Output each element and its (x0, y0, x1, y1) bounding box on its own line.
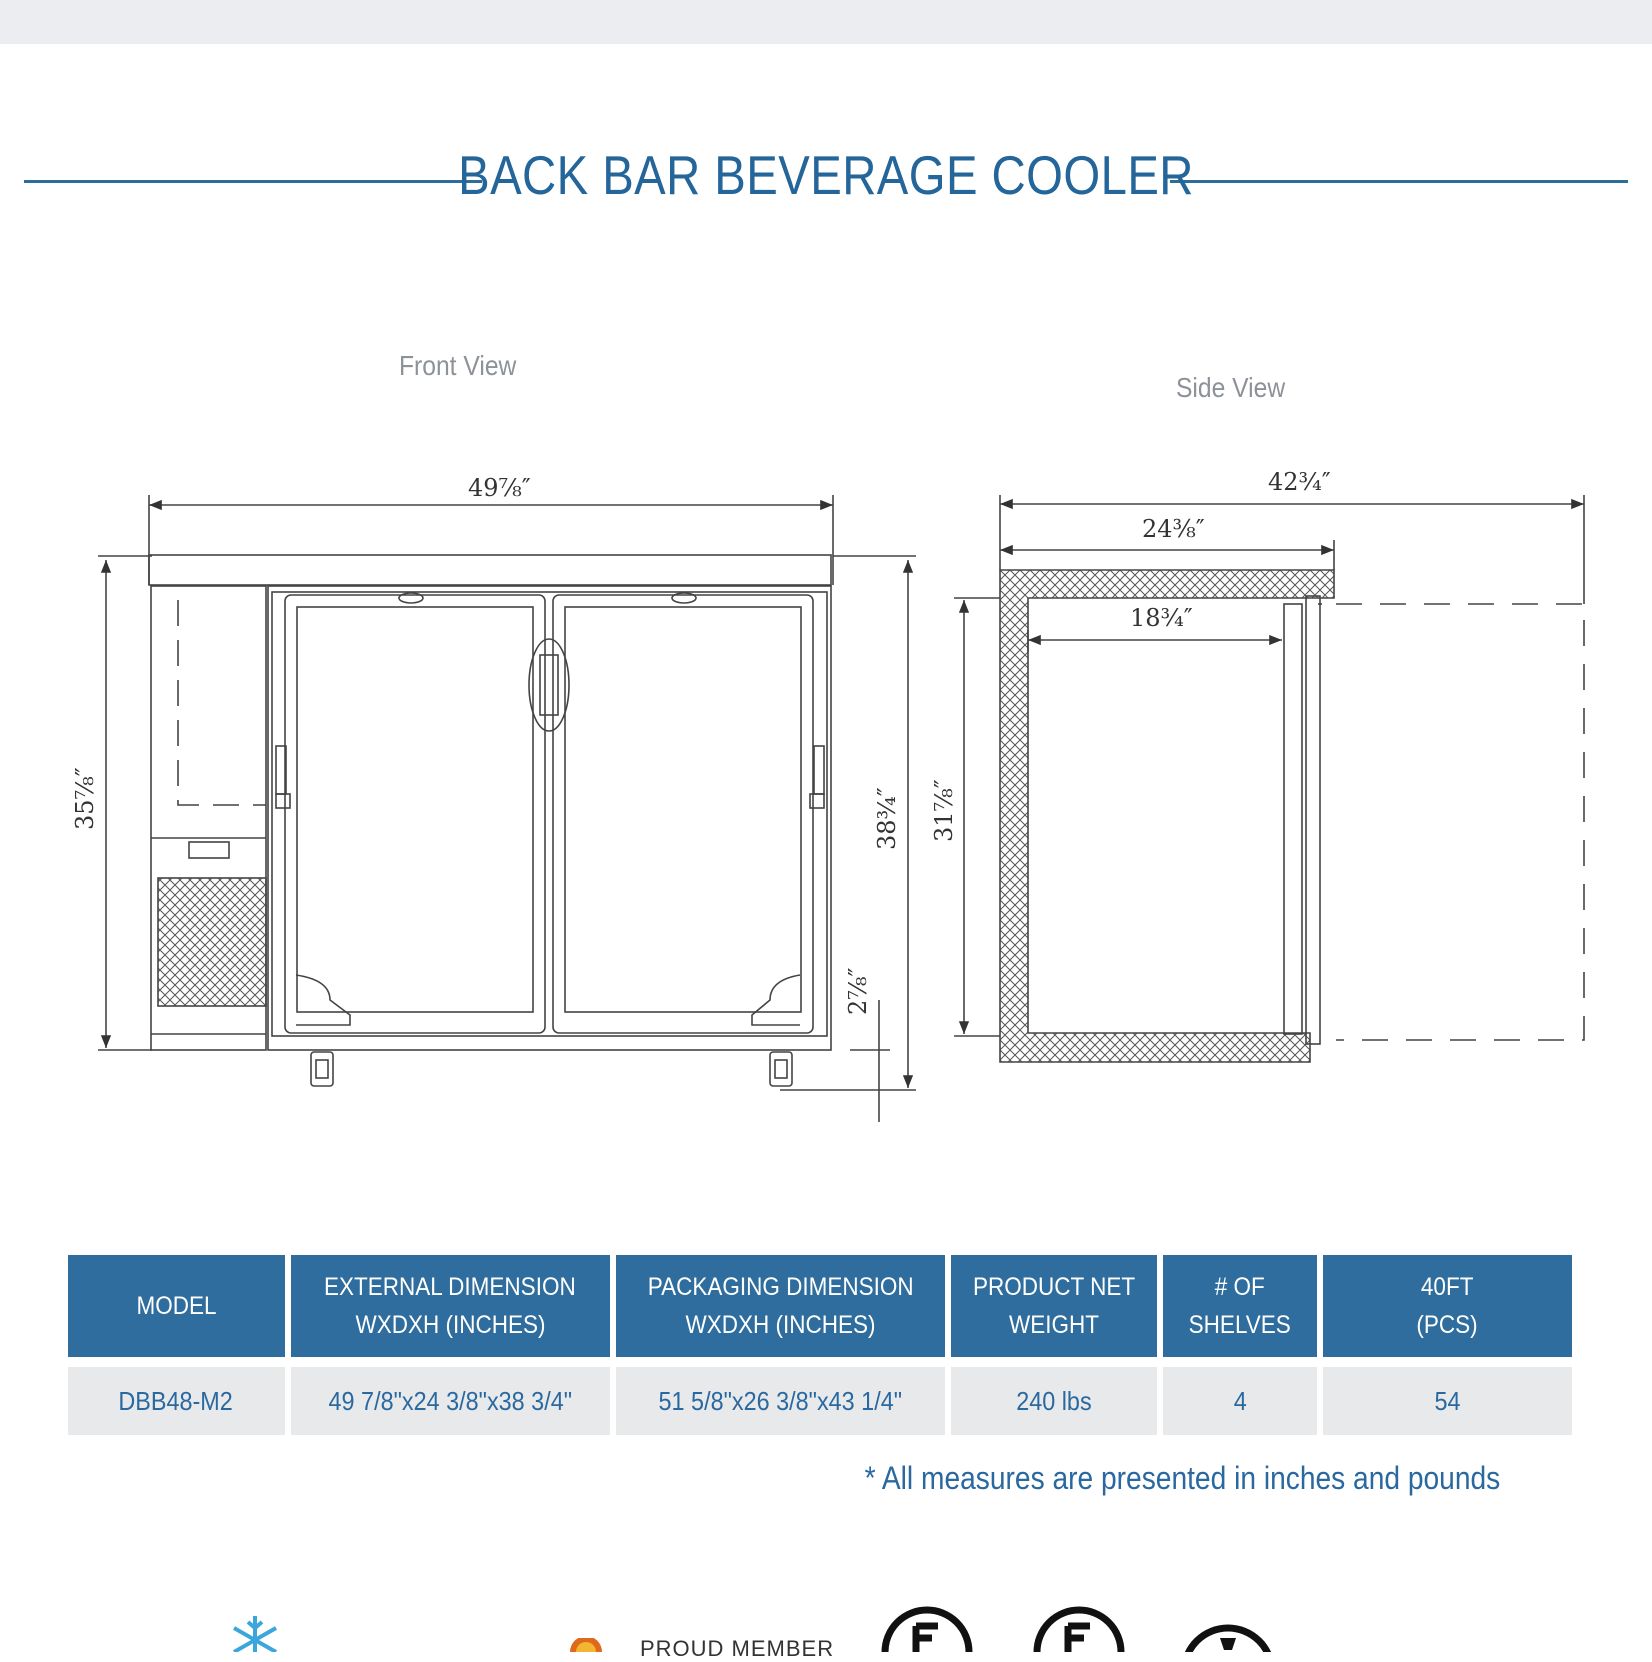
proud-member-logo (570, 1638, 602, 1652)
header-external-line2: WXDXH (INCHES) (355, 1311, 546, 1339)
dimension-labels: 49⅞″ 35⅞″ 38¾″ 2⅞″ 42¾″ 24⅜″ 18¾″ 31⅞″ (71, 468, 1331, 1015)
front-height-right-label: 38¾″ (873, 787, 901, 850)
header-shelves-line1: # OF (1215, 1273, 1266, 1301)
front-height-left-label: 35⅞″ (71, 767, 99, 830)
side-depth-total-label: 42¾″ (1268, 468, 1331, 496)
side-depth-cabinet-label: 24⅜″ (1142, 515, 1205, 543)
header-weight-line1: PRODUCT NET (973, 1273, 1136, 1301)
header-external: EXTERNAL DIMENSION WXDXH (INCHES) (290, 1255, 610, 1367)
snowflake-logo (233, 1616, 277, 1652)
header-container-line1: 40FT (1421, 1273, 1474, 1301)
table-row: DBB48-M2 49 7/8"x24 3/8"x38 3/4" 51 5/8"… (68, 1367, 1572, 1435)
side-view-label: Side View (1176, 372, 1286, 403)
front-view-label: Front View (399, 350, 517, 381)
header-container: 40FT (PCS) (1322, 1255, 1572, 1367)
header-weight: PRODUCT NET WEIGHT (950, 1255, 1158, 1367)
header-shelves-line2: SHELVES (1189, 1311, 1292, 1339)
etl-sanitation-logo (1033, 1606, 1125, 1652)
cell-shelves: 4 (1163, 1367, 1317, 1435)
header-packaging: PACKAGING DIMENSION WXDXH (INCHES) (615, 1255, 945, 1367)
cell-packaging-text: 51 5/8"x26 3/8"x43 1/4" (658, 1385, 902, 1416)
header-external-line1: EXTERNAL DIMENSION (324, 1273, 577, 1301)
spec-table: MODEL EXTERNAL DIMENSION WXDXH (INCHES) … (62, 1255, 1578, 1435)
cell-container-text: 54 (1434, 1385, 1461, 1416)
proud-member-text: PROUD MEMBER (640, 1636, 835, 1661)
header-packaging-line2: WXDXH (INCHES) (685, 1311, 876, 1339)
header-model: MODEL (68, 1255, 285, 1367)
title-rule-right (1170, 180, 1628, 183)
cell-external-text: 49 7/8"x24 3/8"x38 3/4" (328, 1385, 572, 1416)
front-caster-label: 2⅞″ (844, 967, 872, 1015)
footnote: * All measures are presented in inches a… (864, 1460, 1500, 1496)
title-rule-left (24, 180, 482, 183)
cell-model-text: DBB48-M2 (118, 1385, 233, 1416)
front-view-drawing (98, 495, 916, 1122)
cell-weight-text: 240 lbs (1016, 1385, 1092, 1416)
header-container-line2: (PCS) (1416, 1311, 1479, 1339)
header-packaging-line1: PACKAGING DIMENSION (647, 1273, 914, 1301)
cell-model: DBB48-M2 (68, 1367, 285, 1435)
header-weight-line2: WEIGHT (1009, 1311, 1100, 1339)
certification-logo (1184, 1624, 1272, 1652)
side-depth-interior-label: 18¾″ (1130, 604, 1193, 632)
technical-drawing: 49⅞″ 35⅞″ 38¾″ 2⅞″ 42¾″ 24⅜″ 18¾″ 31⅞″ (71, 468, 1585, 1122)
cell-shelves-text: 4 (1233, 1385, 1247, 1416)
header-shelves: # OF SHELVES (1163, 1255, 1317, 1367)
cell-container: 54 (1322, 1367, 1572, 1435)
page-title: BACK BAR BEVERAGE COOLER (458, 144, 1194, 206)
cell-external: 49 7/8"x24 3/8"x38 3/4" (290, 1367, 610, 1435)
side-view-drawing (954, 495, 1585, 1063)
header-model-line1: MODEL (136, 1292, 217, 1320)
etl-listed-logo (881, 1606, 973, 1652)
front-width-label: 49⅞″ (468, 474, 531, 502)
top-bar (0, 0, 1652, 44)
cell-packaging: 51 5/8"x26 3/8"x43 1/4" (615, 1367, 945, 1435)
side-height-label: 31⅞″ (930, 779, 958, 842)
cell-weight: 240 lbs (950, 1367, 1158, 1435)
table-header-row: MODEL EXTERNAL DIMENSION WXDXH (INCHES) … (68, 1255, 1572, 1367)
